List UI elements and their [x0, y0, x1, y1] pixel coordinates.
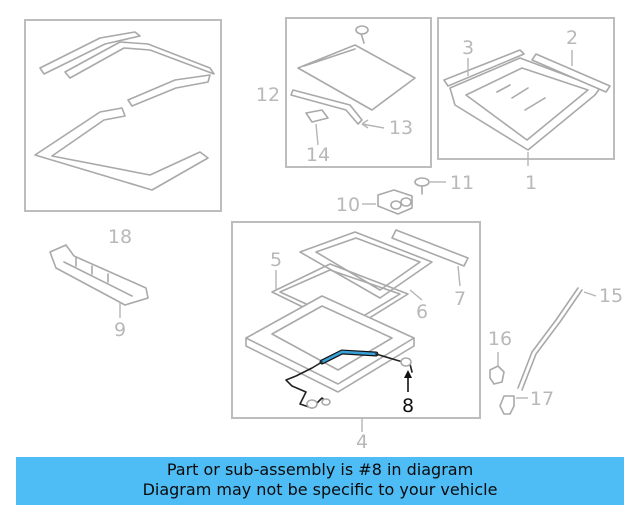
callout-15: 15	[599, 285, 623, 307]
part-1-glass-inner	[465, 67, 589, 141]
leader-13-arrow	[361, 119, 369, 129]
banner-line-disclaimer: Diagram may not be specific to your vehi…	[142, 480, 498, 499]
callout-7: 7	[454, 288, 466, 310]
leader-13	[361, 123, 385, 129]
part-4-base-frame-inner	[271, 305, 393, 371]
part-18-panel	[34, 107, 209, 191]
callout-4: 4	[356, 431, 368, 453]
leader-8-arrow	[404, 370, 412, 378]
part-12-frame	[285, 17, 432, 168]
part-18-trim-top	[39, 31, 141, 75]
part-15	[517, 287, 597, 391]
part-1-glass-reflection	[496, 84, 546, 111]
part-18-group	[24, 19, 222, 212]
callout-14: 14	[306, 144, 330, 166]
part-12-group	[285, 17, 432, 168]
part-15-tube-edge	[521, 289, 583, 391]
part-9	[49, 244, 149, 318]
part-10-11	[362, 177, 446, 215]
callout-9: 9	[114, 319, 126, 341]
part-4-frame	[231, 221, 481, 419]
part-3-deflector	[443, 49, 525, 87]
part-4-group	[231, 221, 481, 432]
part-12-sunshade-edge	[303, 48, 356, 67]
part-15-tube	[517, 287, 579, 389]
part-9-bracket	[49, 244, 149, 306]
callout-17: 17	[530, 388, 554, 410]
part-12-screw-head	[355, 25, 369, 35]
exploded-parts-diagram: 1 2 3 4 5 6 7 8 9 10 11 12 13 14 15 16 1…	[24, 17, 623, 453]
part-1-group	[437, 17, 615, 166]
part-17	[499, 395, 528, 415]
part-2-seal	[531, 53, 611, 93]
part-10-hole-a	[390, 200, 402, 210]
callout-12: 12	[256, 84, 280, 106]
part-10-hole-b	[400, 197, 412, 207]
callout-10: 10	[336, 194, 360, 216]
part-18-frame	[24, 19, 222, 212]
part-16	[489, 352, 505, 385]
part-7-crossbar	[391, 229, 469, 267]
part-8-connector-end[interactable]	[321, 398, 331, 406]
part-16-grommet	[489, 365, 505, 385]
part-9-ribs	[63, 257, 133, 297]
part-4-base-frame-side	[245, 337, 415, 393]
part-13-rail	[290, 89, 363, 125]
banner-line-part: Part or sub-assembly is #8 in diagram	[166, 460, 474, 479]
callout-8[interactable]: 8	[402, 395, 414, 417]
part-11-clip-head	[414, 177, 430, 187]
leader-14	[315, 123, 319, 146]
callout-16: 16	[488, 328, 512, 350]
part-6-upper-frame	[299, 231, 433, 299]
leader-7	[457, 265, 461, 287]
leader-15	[583, 291, 597, 297]
leader-6	[409, 289, 423, 301]
callout-13: 13	[389, 117, 413, 139]
part-12-sunshade	[297, 44, 416, 111]
part-14-clip	[305, 109, 329, 123]
callout-3: 3	[462, 37, 474, 59]
callout-1: 1	[525, 172, 537, 194]
part-1-frame	[437, 17, 615, 160]
part-18-trim-rear	[64, 41, 215, 79]
callout-5: 5	[270, 249, 282, 271]
part-8-connector-right[interactable]	[400, 357, 412, 367]
callout-6: 6	[416, 301, 428, 323]
part-17-valve	[499, 395, 515, 415]
callout-2: 2	[566, 27, 578, 49]
callout-11: 11	[450, 172, 474, 194]
part-18-trim-side	[127, 74, 211, 107]
part-8-connector-left[interactable]	[306, 399, 318, 409]
callout-18: 18	[108, 226, 132, 248]
part-6-upper-frame-inner	[315, 237, 421, 291]
part-info-banner: Part or sub-assembly is #8 in diagram Di…	[16, 457, 624, 505]
part-8-highlight[interactable]	[320, 350, 378, 364]
